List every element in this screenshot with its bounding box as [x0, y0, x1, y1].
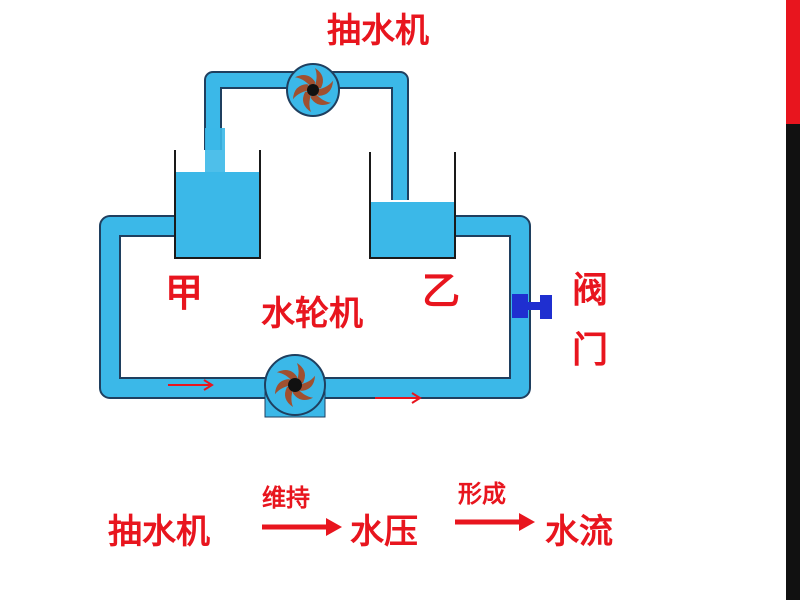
impeller-blade [310, 90, 332, 106]
chain-arrow-2-head [519, 513, 535, 531]
impeller-blade [276, 369, 298, 385]
pump [286, 63, 340, 117]
valve-label-top: 阀 [572, 269, 608, 311]
impeller-blade [294, 74, 316, 90]
flow-arrow-left [168, 379, 214, 391]
container-right-walls [369, 152, 456, 259]
valve-label-bottom: 门 [572, 329, 608, 371]
inflow-stream [205, 128, 225, 173]
pump-impeller-icon [292, 68, 334, 112]
impeller-blade [313, 68, 323, 90]
chain-arrow-1-head [326, 518, 342, 536]
container-left-walls [174, 150, 261, 259]
edge-black-segment [786, 124, 800, 600]
turbine-hub [288, 378, 302, 392]
container-left [174, 128, 261, 259]
turbine [264, 354, 326, 418]
valve-body [512, 294, 528, 318]
container-left-label: 甲 [165, 270, 203, 315]
container-right [369, 152, 456, 259]
impeller-blade [303, 90, 313, 112]
container-right-label: 乙 [422, 268, 460, 313]
flow-arrows [168, 379, 422, 404]
turbine-label: 水轮机 [261, 294, 363, 334]
valve-handle[interactable] [540, 295, 552, 319]
flow-chain-arrows [262, 513, 535, 536]
container-right-water [370, 202, 455, 258]
edge-red-segment [786, 0, 800, 124]
valve-stem [528, 302, 542, 310]
flow-arrow-right [375, 392, 422, 404]
container-left-water [175, 172, 260, 258]
pump-hub [307, 84, 319, 96]
impeller-blade [292, 385, 314, 401]
pump-label: 抽水机 [327, 11, 429, 51]
slide-edge-bar [786, 0, 800, 600]
valve-icon[interactable] [512, 294, 552, 319]
pipe-system [99, 71, 531, 399]
